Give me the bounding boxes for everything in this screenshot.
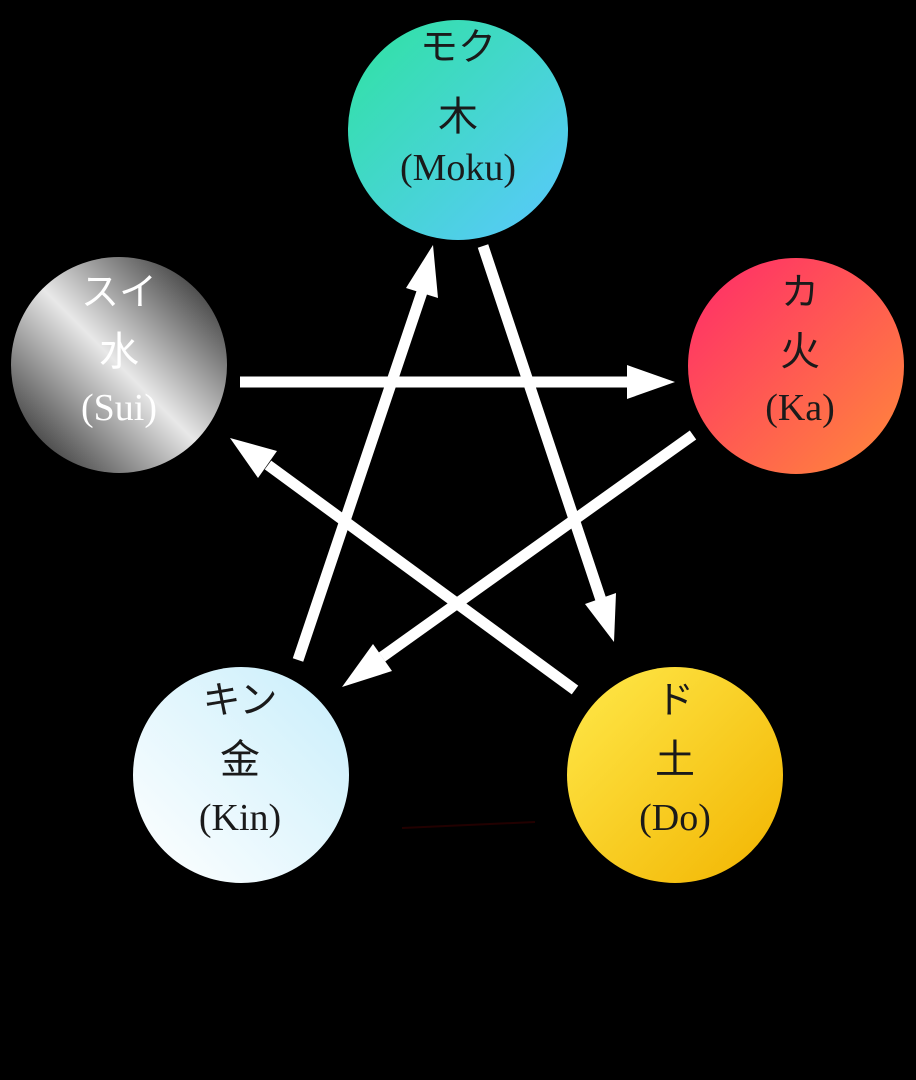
element-kana: キン: [203, 678, 278, 722]
element-kana: スイ: [81, 270, 157, 314]
element-kanji: 火: [780, 329, 820, 375]
arrow-do-to-sui: [230, 438, 579, 695]
element-romaji: (Kin): [199, 797, 281, 839]
element-kanji: 木: [438, 94, 478, 140]
element-circle: [688, 258, 904, 474]
element-romaji: (Sui): [81, 387, 157, 429]
element-moku: モク 木 (Moku): [348, 20, 568, 240]
element-circle: [348, 20, 568, 240]
arrow-shaft: [292, 290, 428, 662]
arrow-shaft: [477, 244, 607, 602]
arrow-head: [230, 438, 277, 478]
arrow-head: [585, 593, 616, 642]
element-kanji: 水: [99, 329, 139, 375]
element-kanji: 土: [655, 737, 695, 783]
element-sui: スイ 水 (Sui): [11, 257, 227, 473]
arrow-kin-to-moku: [292, 245, 438, 662]
element-ka: カ 火 (Ka): [688, 258, 904, 474]
arrow-shaft: [378, 430, 697, 662]
element-kana: カ: [781, 270, 819, 314]
element-romaji: (Moku): [400, 147, 516, 189]
element-circle: [567, 667, 783, 883]
element-romaji: (Do): [639, 797, 711, 839]
element-kanji: 金: [220, 737, 260, 783]
arrow-sui-to-ka: [240, 365, 675, 399]
decorative-streak: [401, 821, 536, 829]
arrow-head: [406, 245, 438, 298]
element-circle: [11, 257, 227, 473]
element-circle: [133, 667, 349, 883]
element-kana: モク: [420, 25, 496, 69]
arrow-head: [627, 365, 675, 399]
element-do: ド 土 (Do): [567, 667, 783, 883]
arrow-head: [342, 644, 392, 687]
element-romaji: (Ka): [765, 387, 835, 429]
arrow-shaft: [264, 460, 579, 695]
arrow-moku-to-do: [477, 244, 616, 642]
arrow-ka-to-kin: [342, 430, 697, 687]
element-kin: キン 金 (Kin): [133, 667, 349, 883]
element-kana: ド: [656, 678, 694, 722]
